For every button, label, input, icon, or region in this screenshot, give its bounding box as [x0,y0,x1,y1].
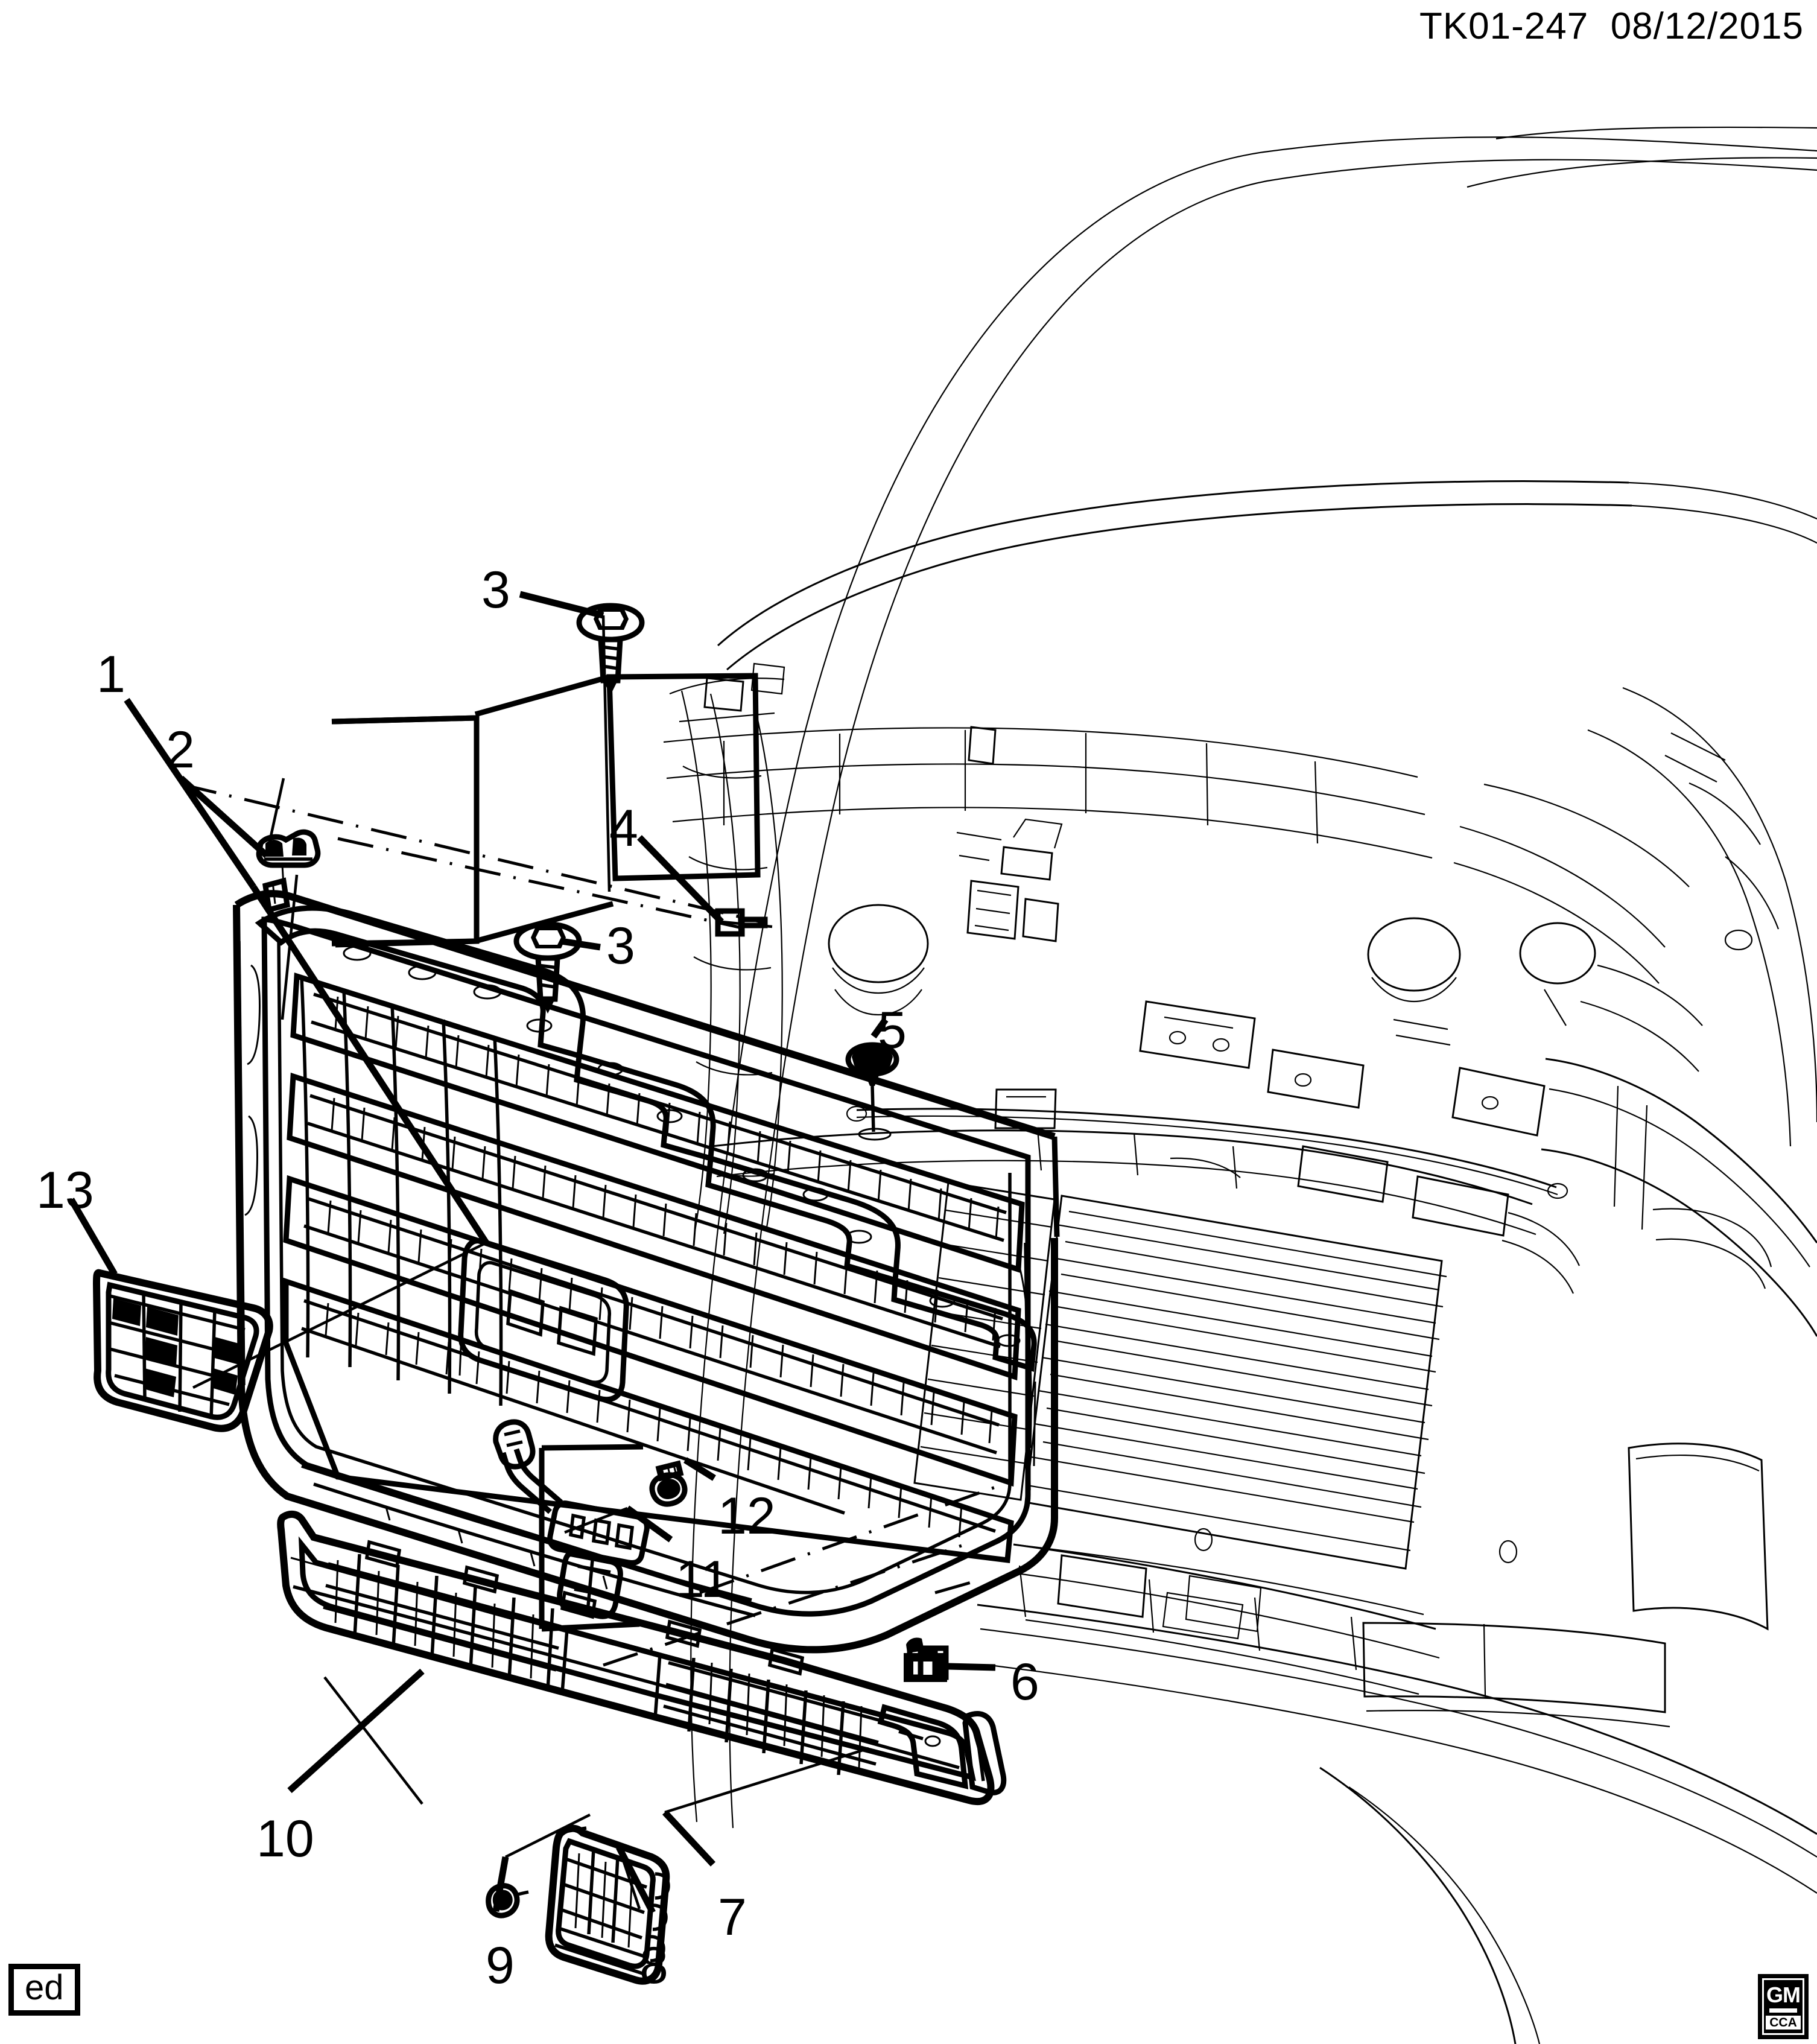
bracket-screw [649,1460,688,1507]
grille-row-2-slats [307,1094,1003,1348]
vehicle-body-outline [690,126,1817,2044]
grille-upper-mount-flange [255,905,1037,1372]
callout-9: 9 [486,1937,515,1995]
gm-logo: GM CCA [1758,1974,1809,2039]
drawing-header-code: TK01-247 08/12/2015 [1419,5,1804,48]
callout-leader-lines [68,591,996,1914]
lower-grille-u-clip [904,1637,949,1682]
callout-6: 6 [1010,1653,1039,1711]
callout-3-upper: 3 [481,561,510,619]
gm-logo-divider [1769,2008,1798,2013]
crest-checkers [108,1290,246,1420]
gm-logo-subtext: CCA [1766,2015,1801,2030]
lower-grille-right-mesh [663,1657,881,1776]
callout-12: 12 [718,1487,776,1545]
callout-10: 10 [256,1810,314,1868]
callout-7: 7 [718,1888,747,1946]
callout-4: 4 [609,799,638,857]
assembly-reference-frames [331,673,761,1632]
lower-grille-left-mesh [323,1554,562,1691]
gm-logo-inner: GM CCA [1762,1978,1804,2035]
revision-badge: ed [8,1964,80,2016]
push-pin-retainer [845,1042,899,1141]
grille-row-4-slats [301,1299,996,1538]
callout-3-lower: 3 [606,917,635,975]
callout-5: 5 [878,1001,907,1059]
cadillac-crest-emblem [92,1269,273,1432]
radiator-support-structure [663,662,1780,1659]
revision-label: ed [25,1968,64,2007]
grille-row-3-slats [303,1196,1000,1455]
callout-2: 2 [166,721,195,779]
drawing-number: TK01-247 [1419,5,1589,47]
drawing-date: 08/12/2015 [1610,5,1804,47]
callout-1: 1 [97,646,125,703]
lower-front-grille [277,1510,1007,1805]
callout-8: 8 [639,1937,668,1995]
callout-13: 13 [36,1161,94,1219]
grille-upper-retainer-clip [256,829,321,886]
callout-11: 11 [676,1550,730,1608]
main-grille-assembly [233,877,1060,1654]
gm-logo-text: GM [1766,1982,1801,2007]
